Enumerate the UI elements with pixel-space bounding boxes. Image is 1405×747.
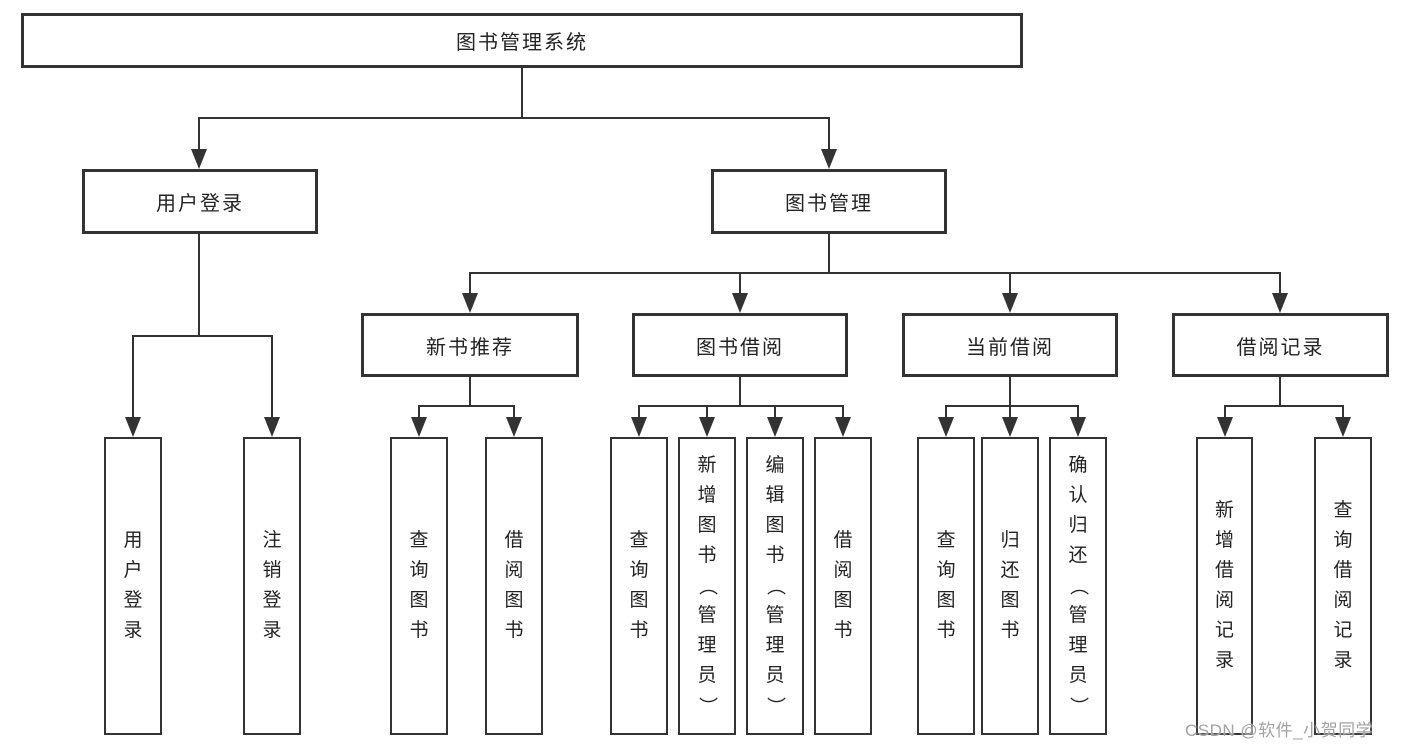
connector-arrowhead xyxy=(1070,417,1086,437)
leaf-cb-return-book: 归还图书 xyxy=(981,437,1039,735)
connector-arrow-shaft xyxy=(842,405,844,421)
connector-arrow-shaft xyxy=(132,335,134,421)
leaf-nbr-borrow-books: 借阅图书 xyxy=(485,437,543,735)
connector-nbr-stem xyxy=(469,377,471,407)
leaf-bb-add-book-admin: 新增图书（管理员） xyxy=(678,437,736,735)
connector-arrowhead xyxy=(264,417,280,437)
connector-user-login-stem xyxy=(198,234,200,337)
node-book-management: 图书管理 xyxy=(711,169,947,234)
connector-root-branch xyxy=(198,117,830,119)
leaf-bb-edit-book-admin: 编辑图书（管理员） xyxy=(746,437,804,735)
connector-arrow-shaft xyxy=(1224,405,1226,421)
node-borrowing-records: 借阅记录 xyxy=(1172,313,1389,377)
connector-arrowhead xyxy=(125,417,141,437)
leaf-user-login: 用户登录 xyxy=(104,437,162,735)
connector-arrowhead xyxy=(1335,417,1351,437)
leaf-bb-borrow-books: 借阅图书 xyxy=(814,437,872,735)
node-label: 用户登录 xyxy=(156,193,244,215)
node-label: 图书管理系统 xyxy=(456,32,588,54)
watermark-text: CSDN @软件_小贺同学 xyxy=(1185,721,1374,740)
connector-arrowhead xyxy=(462,293,478,313)
node-label: 当前借阅 xyxy=(966,336,1054,359)
connector-arrowhead xyxy=(732,293,748,313)
connector-book-mgmt-branch xyxy=(469,272,1281,274)
leaf-cb-confirm-return-admin: 确认归还（管理员） xyxy=(1049,437,1107,735)
connector-arrowhead xyxy=(1272,293,1288,313)
node-label: 新书推荐 xyxy=(426,336,514,359)
leaf-bb-query-books: 查询图书 xyxy=(610,437,668,735)
connector-arrow-shaft xyxy=(1009,405,1011,421)
connector-arrow-shaft xyxy=(774,405,776,421)
node-book-borrowing: 图书借阅 xyxy=(632,313,848,377)
connector-arrow-shaft xyxy=(418,405,420,421)
connector-arrowhead xyxy=(631,417,647,437)
node-user-login: 用户登录 xyxy=(82,169,318,234)
connector-bb-stem xyxy=(739,377,741,407)
leaf-br-query-record: 查询借阅记录 xyxy=(1314,437,1372,735)
node-label: 借阅记录 xyxy=(1236,336,1325,359)
connector-nbr-branch xyxy=(418,405,515,407)
connector-arrowhead xyxy=(699,417,715,437)
connector-arrowhead xyxy=(938,417,954,437)
connector-arrow-shaft xyxy=(828,117,830,153)
connector-bb-branch xyxy=(638,405,844,407)
connector-arrow-shaft xyxy=(638,405,640,421)
connector-arrow-shaft xyxy=(1279,272,1281,296)
connector-arrow-shaft xyxy=(469,272,471,296)
node-new-book-recommend: 新书推荐 xyxy=(361,313,579,377)
connector-root-stem xyxy=(521,68,523,118)
connector-cb-branch xyxy=(945,405,1079,407)
leaf-logout: 注销登录 xyxy=(243,437,301,735)
connector-arrow-shaft xyxy=(739,272,741,296)
connector-arrow-shaft xyxy=(945,405,947,421)
connector-arrow-shaft xyxy=(1077,405,1079,421)
connector-user-login-branch xyxy=(132,335,273,337)
connector-arrow-shaft xyxy=(513,405,515,421)
connector-arrow-shaft xyxy=(1342,405,1344,421)
connector-br-stem xyxy=(1279,377,1281,407)
connector-arrow-shaft xyxy=(271,335,273,421)
connector-arrow-shaft xyxy=(706,405,708,421)
connector-arrowhead xyxy=(506,417,522,437)
connector-book-mgmt-stem xyxy=(828,234,830,274)
connector-cb-stem xyxy=(1009,377,1011,407)
connector-arrowhead xyxy=(191,149,207,169)
connector-arrowhead xyxy=(821,149,837,169)
node-library-system: 图书管理系统 xyxy=(21,13,1023,68)
node-label: 图书管理 xyxy=(785,193,873,215)
connector-arrowhead xyxy=(767,417,783,437)
leaf-br-add-record: 新增借阅记录 xyxy=(1196,437,1253,735)
connector-arrowhead xyxy=(1217,417,1233,437)
connector-arrowhead xyxy=(1002,293,1018,313)
connector-arrowhead xyxy=(411,417,427,437)
connector-arrowhead xyxy=(835,417,851,437)
connector-arrowhead xyxy=(1002,417,1018,437)
node-label: 图书借阅 xyxy=(696,336,784,359)
node-current-borrowing: 当前借阅 xyxy=(902,313,1118,377)
connector-br-branch xyxy=(1224,405,1344,407)
leaf-nbr-query-books: 查询图书 xyxy=(390,437,448,735)
connector-arrow-shaft xyxy=(1009,272,1011,296)
connector-arrow-shaft xyxy=(198,117,200,153)
leaf-cb-query-books: 查询图书 xyxy=(917,437,975,735)
